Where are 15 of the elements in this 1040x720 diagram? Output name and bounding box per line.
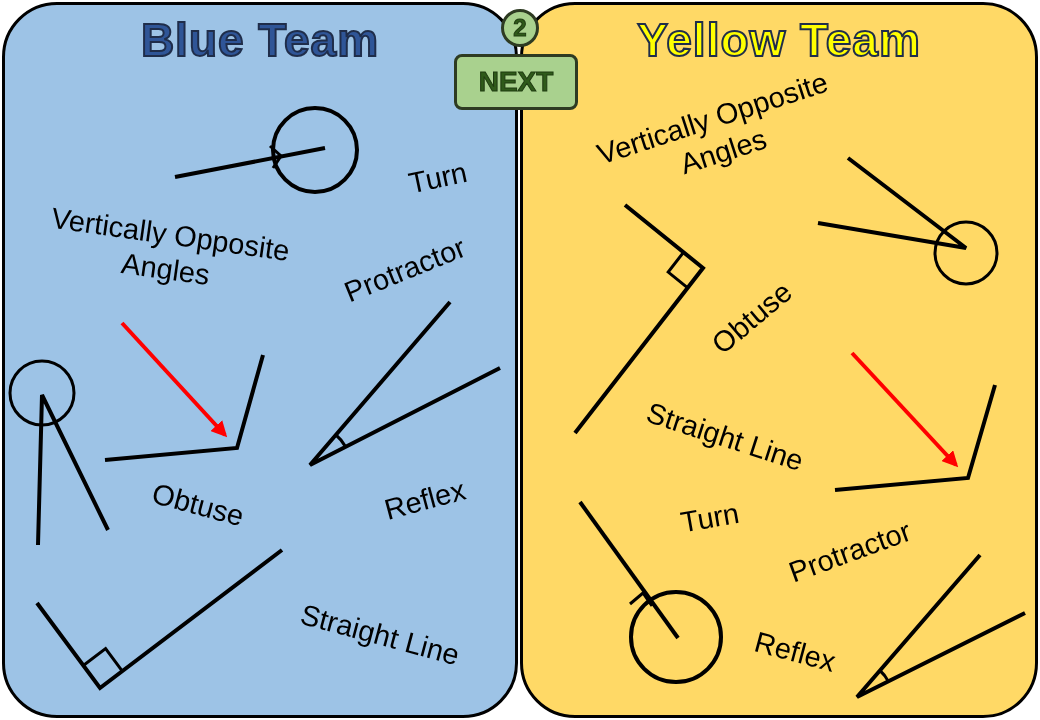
next-button: NEXT [454, 54, 578, 110]
arrow [850, 351, 959, 468]
word-label: Turn [405, 154, 471, 202]
word-label: Turn [678, 495, 742, 541]
arrow [120, 321, 228, 438]
word-label: Reflex [750, 624, 840, 680]
word-label: Reflex [380, 472, 470, 528]
page-number-circle: 2 [501, 9, 539, 47]
word-label: Straight Line [296, 597, 464, 673]
panel-title: Blue Team [140, 13, 380, 67]
word-label: Vertically Opposite Angles [48, 200, 293, 293]
word-label: Vertically Opposite Angles [592, 64, 833, 183]
panel-title: Yellow Team [637, 13, 921, 67]
word-label: Obtuse [148, 476, 248, 534]
word-label: Straight Line [642, 395, 808, 479]
